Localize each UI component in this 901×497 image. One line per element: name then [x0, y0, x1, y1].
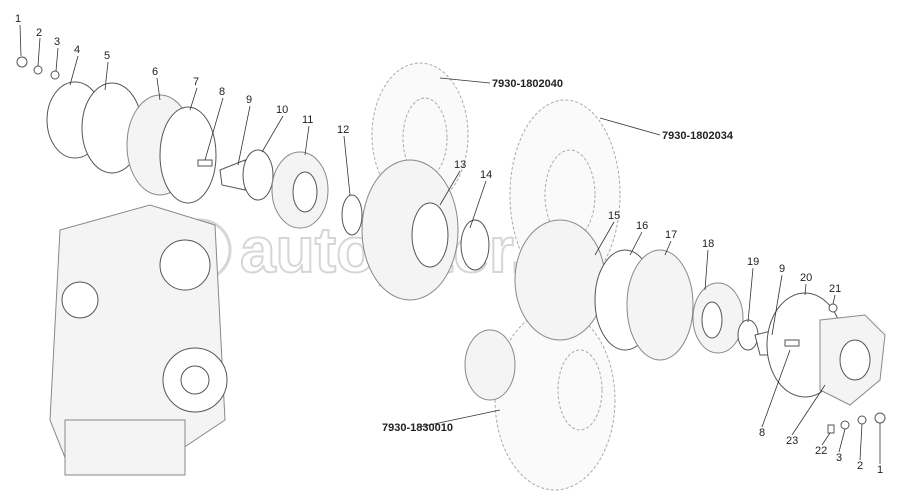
callout-8: 8 [219, 86, 225, 98]
callout-8-right: 8 [759, 427, 765, 439]
left-parts [16, 56, 363, 236]
plug-21 [828, 303, 838, 313]
plug-22 [827, 424, 835, 434]
callout-19: 19 [747, 256, 759, 268]
gears [361, 62, 621, 491]
callout-16: 16 [636, 220, 648, 232]
callout-1-right: 1 [877, 464, 883, 476]
callout-2-right: 2 [857, 460, 863, 472]
callout-21: 21 [829, 283, 841, 295]
callout-1: 1 [15, 13, 21, 25]
plate-part [219, 159, 246, 191]
bolt-part [197, 159, 213, 167]
bolt-8 [784, 339, 800, 347]
bearing-cap-part [242, 149, 274, 201]
ring-14 [460, 219, 490, 271]
callout-3-right: 3 [836, 452, 842, 464]
callout-9: 9 [246, 94, 252, 106]
callout-13: 13 [454, 159, 466, 171]
right-parts [594, 249, 886, 434]
ring-part [159, 106, 217, 204]
callout-18: 18 [702, 238, 714, 250]
callout-3: 3 [54, 36, 60, 48]
callouts-right: 15 16 17 18 19 9 20 21 8 23 22 3 2 1 [608, 210, 883, 476]
callout-6: 6 [152, 66, 158, 78]
nut-part [16, 56, 28, 68]
callout-4: 4 [74, 44, 80, 56]
callout-12: 12 [337, 124, 349, 136]
callout-5: 5 [104, 50, 110, 62]
part-numbers: 7930-1802040 7930-1802034 7930-1830010 [382, 78, 734, 434]
callout-15: 15 [608, 210, 620, 222]
callout-14: 14 [480, 169, 492, 181]
part-number-gear-bottom: 7930-1830010 [382, 422, 453, 434]
part-number-gear-top: 7930-1802040 [492, 78, 563, 90]
spacer-ring-part [341, 194, 363, 236]
callout-10: 10 [276, 104, 288, 116]
part-number-gear-right: 7930-1802034 [662, 130, 734, 142]
leader-lines [19, 24, 881, 464]
callout-7: 7 [193, 76, 199, 88]
callout-11: 11 [302, 114, 313, 126]
callout-17: 17 [665, 229, 677, 241]
callout-23: 23 [786, 435, 798, 447]
callout-2: 2 [36, 27, 42, 39]
spring-washer-part [50, 70, 60, 80]
washer-part [33, 65, 43, 75]
callout-22: 22 [815, 445, 827, 457]
callout-20: 20 [800, 272, 812, 284]
gearbox-housing [49, 204, 228, 476]
gear-15 [514, 219, 606, 341]
callout-9-right: 9 [779, 263, 785, 275]
callouts-left: 1 2 3 4 5 6 7 8 9 10 11 12 13 14 [15, 13, 492, 181]
housing-17 [626, 249, 694, 361]
